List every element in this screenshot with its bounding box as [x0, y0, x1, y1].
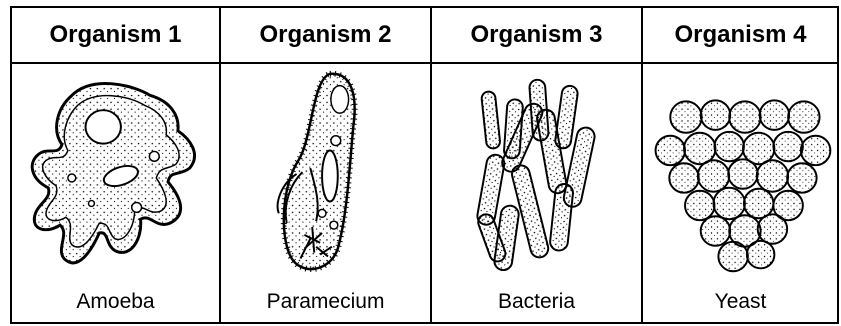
amoeba-icon — [12, 66, 219, 286]
organism-header: Organism 2 — [221, 8, 430, 64]
organism-header: Organism 4 — [643, 8, 838, 64]
organism-caption: Paramecium — [221, 290, 430, 314]
organism-table: Organism 1 Amoeba Or — [10, 6, 839, 324]
organism-caption: Bacteria — [432, 290, 641, 314]
organism-caption: Yeast — [643, 290, 838, 314]
organism-cell-4: Organism 4 — [643, 8, 838, 322]
organism-caption: Amoeba — [12, 290, 219, 314]
paramecium-icon — [221, 66, 430, 286]
organism-header: Organism 3 — [432, 8, 641, 64]
bacteria-icon — [432, 66, 641, 286]
yeast-icon — [643, 66, 838, 286]
organism-cell-3: Organism 3 — [432, 8, 643, 322]
organism-header: Organism 1 — [12, 8, 219, 64]
organism-cell-1: Organism 1 Amoeba — [12, 8, 221, 322]
organism-cell-2: Organism 2 — [221, 8, 432, 322]
